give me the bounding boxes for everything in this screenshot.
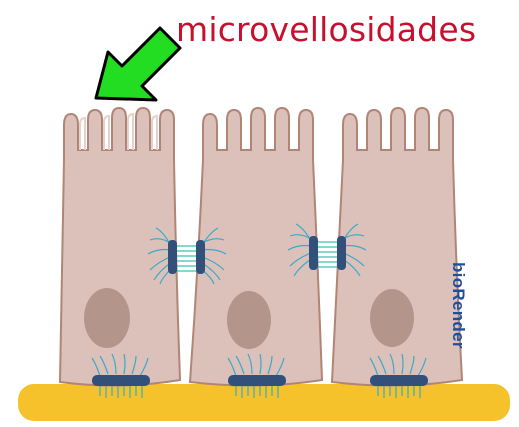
nucleus: [84, 288, 130, 348]
epithelial-cell-left: [60, 108, 180, 386]
basement-membrane: [18, 384, 510, 421]
microvilli-label: microvellosidades: [176, 10, 476, 49]
arrow-icon: [96, 28, 180, 100]
epithelial-cell-right: [332, 108, 462, 386]
nucleus: [227, 291, 271, 349]
epithelial-cell-middle: [190, 108, 322, 386]
biorender-watermark: bioRender: [446, 262, 468, 320]
nucleus: [370, 289, 414, 347]
